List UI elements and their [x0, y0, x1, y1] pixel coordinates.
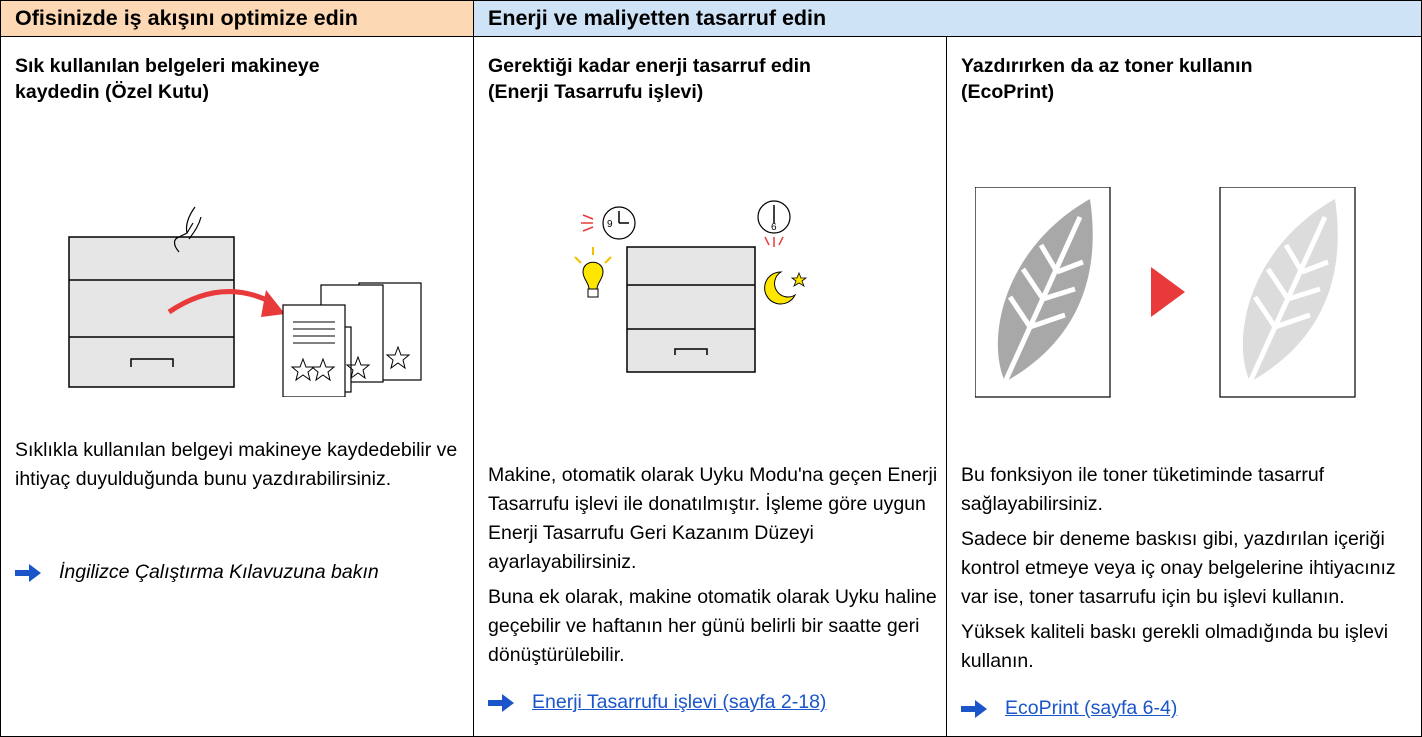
ecoprint-illustration — [975, 187, 1356, 398]
paragraph: Yüksek kaliteli baskı gerekli olmadığınd… — [961, 621, 1389, 672]
energy-saver-illustration: 9 6 — [574, 200, 808, 373]
clock-label: 9 — [607, 219, 613, 230]
feature-description: Sıklıkla kullanılan belgeyi makineye kay… — [15, 436, 465, 500]
feature-card-ecoprint: Yazdırırken da az toner kullanın (EcoPri… — [947, 37, 1421, 736]
feature-title: Sık kullanılan belgeleri makineye kayded… — [15, 55, 320, 103]
clock-label: 6 — [771, 222, 777, 233]
section-header-workflow: Ofisinizde iş akışını optimize edin — [1, 1, 474, 37]
reference: İngilizce Çalıştırma Kılavuzuna bakın — [15, 561, 465, 584]
feature-card-custom-box: Sık kullanılan belgeleri makineye kayded… — [1, 37, 474, 736]
ecoprint-link[interactable]: EcoPrint (sayfa 6-4) — [1005, 697, 1178, 719]
feature-description: Makine, otomatik olarak Uyku Modu'na geç… — [488, 461, 938, 676]
arrow-right-icon — [15, 563, 41, 582]
arrow-right-icon — [961, 699, 987, 718]
reference: EcoPrint (sayfa 6-4) — [961, 697, 1413, 720]
paragraph: Sıklıkla kullanılan belgeyi makineye kay… — [15, 439, 458, 490]
arrow-right-icon — [488, 693, 514, 712]
feature-title: Yazdırırken da az toner kullanın (EcoPri… — [961, 55, 1253, 103]
feature-description: Bu fonksiyon ile toner tüketiminde tasar… — [961, 461, 1413, 682]
reference: Enerji Tasarrufu işlevi (sayfa 2-18) — [488, 691, 938, 714]
paragraph: Bu fonksiyon ile toner tüketiminde tasar… — [961, 464, 1325, 515]
section-header-energy: Enerji ve maliyetten tasarruf edin — [474, 1, 1421, 37]
energy-saver-link[interactable]: Enerji Tasarrufu işlevi (sayfa 2-18) — [532, 691, 827, 713]
feature-title: Gerektiği kadar enerji tasarruf edin (En… — [488, 55, 811, 103]
printer-box-illustration — [68, 206, 422, 397]
paragraph: Makine, otomatik olarak Uyku Modu'na geç… — [488, 464, 938, 573]
feature-card-energy-saver: Gerektiği kadar enerji tasarruf edin (En… — [474, 37, 947, 736]
paragraph: Sadece bir deneme baskısı gibi, yazdırıl… — [961, 528, 1396, 608]
reference-text: İngilizce Çalıştırma Kılavuzuna bakın — [59, 561, 379, 583]
paragraph: Buna ek olarak, makine otomatik olarak U… — [488, 586, 937, 666]
